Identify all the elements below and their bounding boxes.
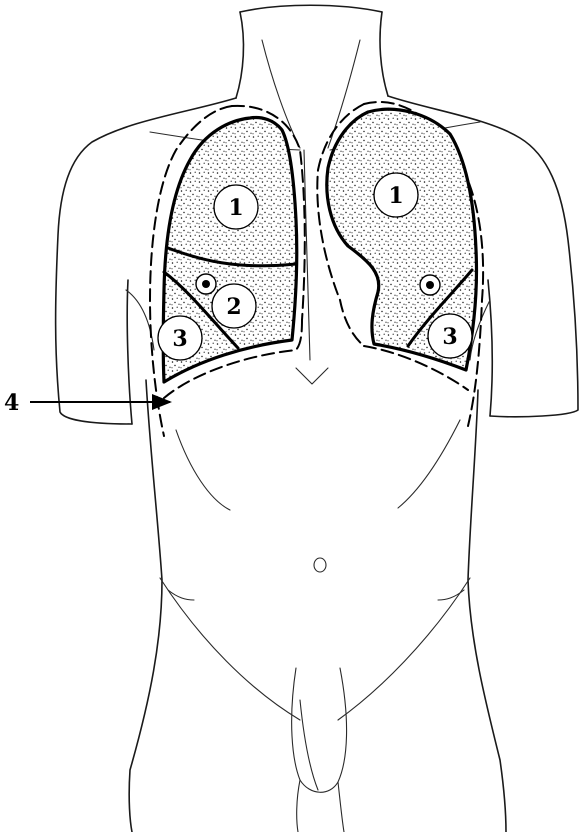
genitals-inner (300, 700, 318, 790)
legs-right (338, 782, 344, 832)
marker-left-lower-lobe: 3 (428, 314, 472, 358)
rib-margin-left (176, 430, 230, 510)
marker-label: 2 (226, 294, 241, 320)
neck-left (236, 12, 243, 98)
rib-margin-right (398, 420, 460, 508)
left-flank (129, 380, 162, 832)
left-hilum-center (426, 281, 434, 289)
left-hip-crease (160, 578, 300, 720)
genitals (292, 668, 347, 792)
marker-label: 1 (388, 183, 403, 209)
neck-right (380, 12, 388, 96)
right-hip-fold (438, 590, 464, 600)
right-hilum-center (202, 280, 210, 288)
right-flank (468, 390, 506, 832)
marker-right-lower-lobe: 3 (158, 316, 202, 360)
callout-pleural-recess: 4 (4, 390, 170, 416)
sternum-line (304, 150, 310, 360)
right-hip-crease (338, 578, 470, 720)
marker-right-middle-lobe: 2 (212, 284, 256, 328)
marker-label: 3 (172, 326, 187, 352)
marker-right-upper-lobe: 1 (214, 185, 258, 229)
marker-left-upper-lobe: 1 (374, 173, 418, 217)
callout-label: 4 (4, 390, 19, 416)
xiphoid (296, 368, 328, 384)
body-outline (56, 5, 578, 832)
marker-label: 3 (442, 324, 457, 350)
marker-label: 1 (228, 195, 243, 221)
legs-left (297, 780, 300, 832)
neck-top (240, 5, 382, 12)
navel (314, 558, 326, 572)
